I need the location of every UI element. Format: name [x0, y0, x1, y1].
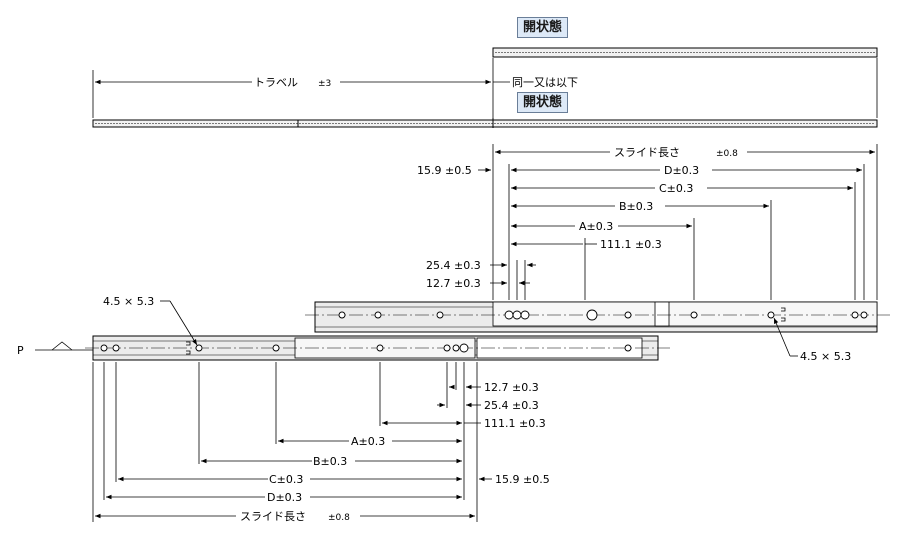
bracket-marks	[186, 307, 786, 355]
p-marker	[35, 341, 93, 351]
mounting-holes	[100, 309, 868, 353]
travel-tolerance: ±3	[318, 79, 331, 89]
slide-length-bottom-tol: ±0.8	[328, 513, 350, 523]
top-dim-D: D±0.3	[664, 164, 699, 177]
slide-length-top-tol: ±0.8	[716, 149, 738, 159]
slide-length-bottom-label: スライド長さ	[240, 510, 306, 523]
top-dim-12-7: 12.7 ±0.3	[426, 277, 481, 290]
bottom-dim-D: D±0.3	[267, 491, 302, 504]
same-or-below-note: 同一又は以下	[512, 76, 578, 89]
rail-assembly	[92, 301, 878, 361]
top-dim-C: C±0.3	[659, 182, 693, 195]
travel-dimension	[92, 58, 878, 118]
travel-label: トラベル	[254, 76, 298, 89]
top-dim-B: B±0.3	[619, 200, 653, 213]
bottom-dim-15-9: 15.9 ±0.5	[495, 473, 550, 486]
bottom-dim-A: A±0.3	[351, 435, 385, 448]
top-dimension-chain	[478, 144, 878, 300]
top-rail-view	[92, 47, 878, 128]
bottom-dim-12-7: 12.7 ±0.3	[484, 381, 539, 394]
bottom-dim-25-4: 25.4 ±0.3	[484, 399, 539, 412]
bottom-dimension-chain	[92, 362, 492, 522]
hole-size-right: 4.5 × 5.3	[800, 350, 851, 363]
top-dim-111-1: 111.1 ±0.3	[600, 238, 662, 251]
closed-state-tag-mid: 開状態	[517, 92, 569, 113]
top-dim-15-9: 15.9 ±0.5	[417, 164, 472, 177]
hole-callout-lines	[160, 300, 798, 357]
top-dim-A: A±0.3	[579, 220, 613, 233]
bottom-dim-111-1: 111.1 ±0.3	[484, 417, 546, 430]
closed-state-tag-top: 開状態	[517, 17, 569, 38]
top-dim-25-4: 25.4 ±0.3	[426, 259, 481, 272]
p-label: P	[17, 344, 24, 357]
bottom-dim-C: C±0.3	[269, 473, 303, 486]
bottom-dim-B: B±0.3	[313, 455, 347, 468]
slide-length-top-label: スライド長さ	[614, 146, 680, 159]
hole-size-left: 4.5 × 5.3	[103, 295, 154, 308]
